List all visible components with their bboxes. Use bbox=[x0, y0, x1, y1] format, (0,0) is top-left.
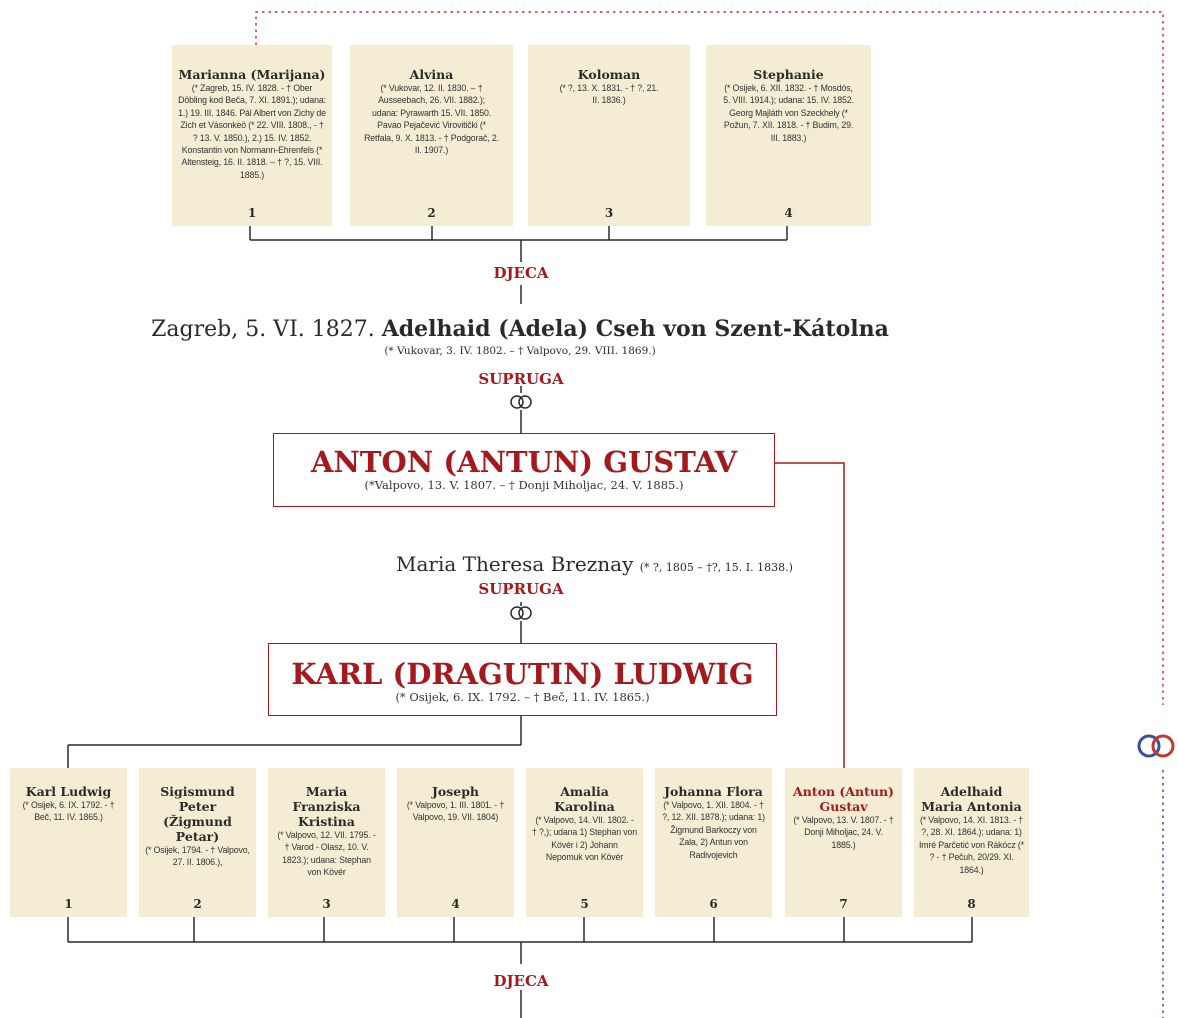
wife-2-name: Maria Theresa Breznay bbox=[396, 552, 634, 576]
wife-1-dates: (* Vukovar, 3. IV. 1802. – † Valpovo, 29… bbox=[384, 345, 656, 357]
child-info: (* Vukovar, 12. II. 1830. – † Ausseebach… bbox=[364, 83, 499, 156]
child-info: (* Zagreb, 15. IV. 1828. - † Ober Döblin… bbox=[178, 83, 326, 180]
child-name: Karl Ludwig bbox=[25, 784, 112, 799]
spouse-label-1: SUPRUGA bbox=[478, 370, 564, 388]
child-name: Adelhaid Maria Antonia bbox=[921, 784, 1022, 814]
child-info: (* Osijek, 1794. - † Valpovo, 27. II. 18… bbox=[145, 845, 250, 868]
spouse-label-2: SUPRUGA bbox=[478, 580, 564, 598]
child-name: Amalia Karolina bbox=[554, 784, 615, 814]
child-name: Koloman bbox=[577, 67, 641, 82]
child-number: 5 bbox=[580, 897, 589, 911]
child-name: Anton (Antun) Gustav bbox=[793, 784, 894, 814]
child-number: 1 bbox=[64, 897, 73, 911]
child-info: (* Valpovo, 12. VII. 1795. - † Varod - O… bbox=[277, 830, 376, 878]
child-number: 3 bbox=[322, 897, 331, 911]
wedding-rings-icon bbox=[510, 606, 532, 620]
wife-1-place-date: Zagreb, 5. VI. 1827. bbox=[151, 317, 375, 342]
wife-2-dates: (* ?, 1805 – †?, 15. I. 1838.) bbox=[639, 561, 793, 574]
karl-name: KARL (DRAGUTIN) LUDWIG bbox=[291, 657, 754, 691]
wife-2-line: Maria Theresa Breznay (* ?, 1805 – †?, 1… bbox=[396, 552, 793, 576]
karl-dates: (* Osijek, 6. IX. 1792. – † Beč, 11. IV.… bbox=[395, 690, 650, 704]
child-info: (* Valpovo, 14. VII. 1802. - † ?,); udan… bbox=[532, 815, 638, 863]
top-child-card-3: Koloman (* ?, 13. X. 1831. - † ?, 21. II… bbox=[528, 45, 690, 226]
children-label-bottom: DJECA bbox=[493, 972, 549, 990]
bottom-child-card-2: Sigismund Peter (Žigmund Petar) (* Osije… bbox=[139, 768, 256, 917]
wedding-rings-icon bbox=[510, 395, 532, 409]
child-number: 1 bbox=[247, 206, 257, 220]
child-info: (* Valpovo, 1. XII. 1804. - † ?, 12. XII… bbox=[662, 800, 765, 860]
karl-main-box: KARL (DRAGUTIN) LUDWIG (* Osijek, 6. IX.… bbox=[268, 643, 777, 716]
child-name: Joseph bbox=[431, 784, 480, 799]
child-info: (* Valpovo, 1. III. 1801. - † Valpovo, 1… bbox=[406, 800, 505, 823]
bottom-child-card-4: Joseph (* Valpovo, 1. III. 1801. - † Val… bbox=[397, 768, 514, 917]
bottom-child-card-7: Anton (Antun) Gustav (* Valpovo, 13. V. … bbox=[785, 768, 902, 917]
marriage-rings-icon bbox=[1137, 734, 1175, 758]
child-number: 7 bbox=[839, 897, 848, 911]
child-number: 6 bbox=[709, 897, 718, 911]
bottom-child-card-6: Johanna Flora (* Valpovo, 1. XII. 1804. … bbox=[655, 768, 772, 917]
child-name: Marianna (Marijana) bbox=[178, 67, 326, 82]
child-name: Alvina bbox=[409, 67, 454, 82]
child-name: Maria Franziska Kristina bbox=[292, 784, 361, 829]
top-child-card-2: Alvina (* Vukovar, 12. II. 1830. – † Aus… bbox=[350, 45, 513, 226]
bottom-child-card-5: Amalia Karolina (* Valpovo, 14. VII. 180… bbox=[526, 768, 643, 917]
child-name: Johanna Flora bbox=[664, 784, 763, 799]
anton-main-box: ANTON (ANTUN) GUSTAV (*Valpovo, 13. V. 1… bbox=[273, 433, 775, 507]
top-child-card-1: Marianna (Marijana) (* Zagreb, 15. IV. 1… bbox=[172, 45, 332, 226]
children-label-top: DJECA bbox=[493, 264, 549, 282]
child-info: (* Osijek, 6. XII. 1832. - † Mosdós, 5. … bbox=[723, 83, 854, 143]
child-number: 4 bbox=[784, 206, 793, 220]
child-name: Stephanie bbox=[753, 67, 824, 82]
bottom-child-card-1: Karl Ludwig (* Osijek, 6. IX. 1792. - † … bbox=[10, 768, 127, 917]
wife-1-line: Zagreb, 5. VI. 1827. Adelhaid (Adela) Cs… bbox=[0, 316, 1040, 342]
child-info: (* ?, 13. X. 1831. - † ?, 21. II. 1836.) bbox=[559, 83, 659, 106]
child-number: 3 bbox=[604, 206, 614, 220]
wife-1-name: Adelhaid (Adela) Cseh von Szent-Kátolna bbox=[381, 316, 889, 342]
child-number: 2 bbox=[427, 206, 436, 220]
child-number: 4 bbox=[451, 897, 460, 911]
child-info: (* Valpovo, 14. XI. 1813. - † ?, 28. XI.… bbox=[919, 815, 1024, 875]
child-number: 2 bbox=[193, 897, 202, 911]
child-info: (* Osijek, 6. IX. 1792. - † Beč, 11. IV.… bbox=[22, 800, 115, 823]
bottom-child-card-8: Adelhaid Maria Antonia (* Valpovo, 14. X… bbox=[914, 768, 1029, 917]
anton-dates: (*Valpovo, 13. V. 1807. – † Donji Miholj… bbox=[364, 478, 684, 492]
child-number: 8 bbox=[967, 897, 976, 911]
child-info: (* Valpovo, 13. V. 1807. - † Donji Mihol… bbox=[793, 815, 894, 850]
bottom-child-card-3: Maria Franziska Kristina (* Valpovo, 12.… bbox=[268, 768, 385, 917]
top-child-card-4: Stephanie (* Osijek, 6. XII. 1832. - † M… bbox=[706, 45, 871, 226]
child-name: Sigismund Peter (Žigmund Petar) bbox=[160, 784, 235, 844]
anton-name: ANTON (ANTUN) GUSTAV bbox=[310, 445, 738, 479]
